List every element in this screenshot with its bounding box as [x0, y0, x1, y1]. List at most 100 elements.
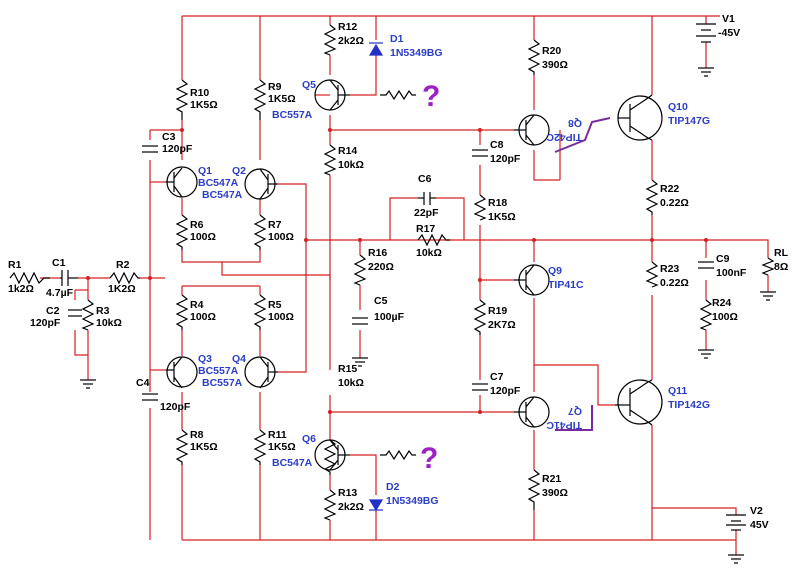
label-r6: R6 [190, 219, 204, 231]
value-r18: 1K5Ω [488, 211, 516, 223]
label-r10: R10 [190, 87, 209, 99]
label-r1: R1 [8, 259, 22, 271]
label-c3: C3 [162, 131, 176, 143]
label-q8: Q8 [568, 117, 582, 129]
capacitor-c7 [472, 383, 488, 391]
resistor-r12 [323, 24, 337, 56]
value-q8: TIP42C [546, 131, 582, 143]
zener-diode-d1 [368, 42, 384, 56]
label-r16: R16 [368, 247, 387, 259]
label-d1: D1 [390, 33, 404, 45]
transistor-q2 [244, 168, 278, 200]
zener-diode-d2 [368, 499, 384, 512]
label-q10: Q10 [668, 101, 688, 113]
resistor-r19 [473, 299, 487, 335]
transistor-q7 [514, 396, 550, 428]
label-c1: C1 [52, 257, 66, 269]
resistor-r7 [253, 214, 267, 250]
resistor-r10 [175, 79, 189, 120]
label-v1: V1 [722, 13, 735, 25]
value-v1: -45V [718, 27, 740, 39]
wires [40, 15, 769, 555]
value-r14: 10kΩ [338, 159, 364, 171]
value-r10: 1K5Ω [190, 99, 218, 111]
capacitor-c2 [68, 309, 82, 317]
capacitor-c9 [698, 261, 714, 269]
value-r5: 100Ω [268, 311, 294, 323]
label-r4: R4 [190, 299, 204, 311]
value-c1: 4.7µF [46, 287, 74, 299]
label-r23: R23 [660, 263, 679, 275]
label-r20: R20 [542, 45, 561, 57]
resistor-r20 [527, 39, 541, 75]
resistor-r15 [323, 439, 337, 475]
resistor-r6 [175, 214, 189, 250]
value-r3: 10kΩ [96, 317, 122, 329]
label-q6: Q6 [302, 433, 316, 445]
voltage-sources [696, 23, 746, 531]
value-c9: 100nF [716, 267, 747, 279]
labels: R1 1k2Ω C1 4.7µF R2 1K2Ω C2 120pF R3 10k… [8, 13, 789, 531]
value-r8: 1K5Ω [190, 441, 218, 453]
value-c6: 22pF [414, 207, 439, 219]
value-rl: 8Ω [774, 261, 788, 273]
value-r4: 100Ω [190, 311, 216, 323]
label-q2: Q2 [232, 165, 246, 177]
value-r13: 2k2Ω [338, 501, 364, 513]
label-r17: R17 [416, 223, 435, 235]
label-v2: V2 [750, 505, 763, 517]
resistor-r17 [417, 233, 450, 247]
value-r19: 2K7Ω [488, 319, 516, 331]
resistor-r16 [353, 254, 367, 286]
value-q3: BC557A [198, 365, 239, 377]
label-d2: D2 [386, 481, 400, 493]
resistor-d1-lead [380, 89, 416, 101]
resistor-r11 [253, 429, 267, 465]
label-rl: RL [774, 247, 789, 259]
resistor-r21 [527, 469, 541, 510]
label-r15: R15 [338, 363, 357, 375]
value-r23: 0.22Ω [660, 277, 689, 289]
value-r12: 2k2Ω [338, 35, 364, 47]
resistor-r24 [699, 299, 713, 331]
label-r14: R14 [338, 145, 357, 157]
value-q7: TIP41C [546, 419, 582, 431]
value-c7: 120pF [490, 385, 521, 397]
ground-icon [728, 554, 744, 564]
label-r12: R12 [338, 21, 357, 33]
capacitor-c6 [418, 192, 436, 205]
resistor-r2 [109, 271, 140, 285]
label-r24: R24 [712, 297, 731, 309]
transistor-q11 [615, 379, 663, 426]
label-r22: R22 [660, 183, 679, 195]
value-c3: 120pF [162, 143, 193, 155]
resistor-r5 [253, 294, 267, 330]
label-r8: R8 [190, 429, 204, 441]
ground-icon [698, 349, 714, 359]
label-q1: Q1 [198, 165, 212, 177]
resistor-r13 [323, 489, 337, 521]
label-r19: R19 [488, 305, 507, 317]
battery-v1 [696, 23, 716, 43]
value-c2: 120pF [30, 317, 61, 329]
capacitor-c3 [142, 145, 158, 153]
transistor-q1 [166, 166, 198, 198]
transistor-q10 [617, 94, 663, 141]
value-v2: 45V [750, 519, 769, 531]
value-r7: 100Ω [268, 231, 294, 243]
value-q2: BC547A [202, 189, 243, 201]
ground-icon [760, 291, 776, 301]
value-r22: 0.22Ω [660, 197, 689, 209]
grounds [80, 67, 776, 564]
label-q3: Q3 [198, 353, 212, 365]
ground-icon [80, 379, 96, 389]
purple-wire-q7-q11 [555, 405, 593, 431]
value-r11: 1K5Ω [268, 441, 296, 453]
question-mark-bottom: ? [420, 442, 438, 475]
label-r21: R21 [542, 473, 561, 485]
transistors [166, 79, 663, 471]
capacitor-c8 [472, 149, 488, 157]
value-r20: 390Ω [542, 59, 568, 71]
value-q10: TIP147G [668, 115, 710, 127]
capacitors [60, 145, 714, 401]
